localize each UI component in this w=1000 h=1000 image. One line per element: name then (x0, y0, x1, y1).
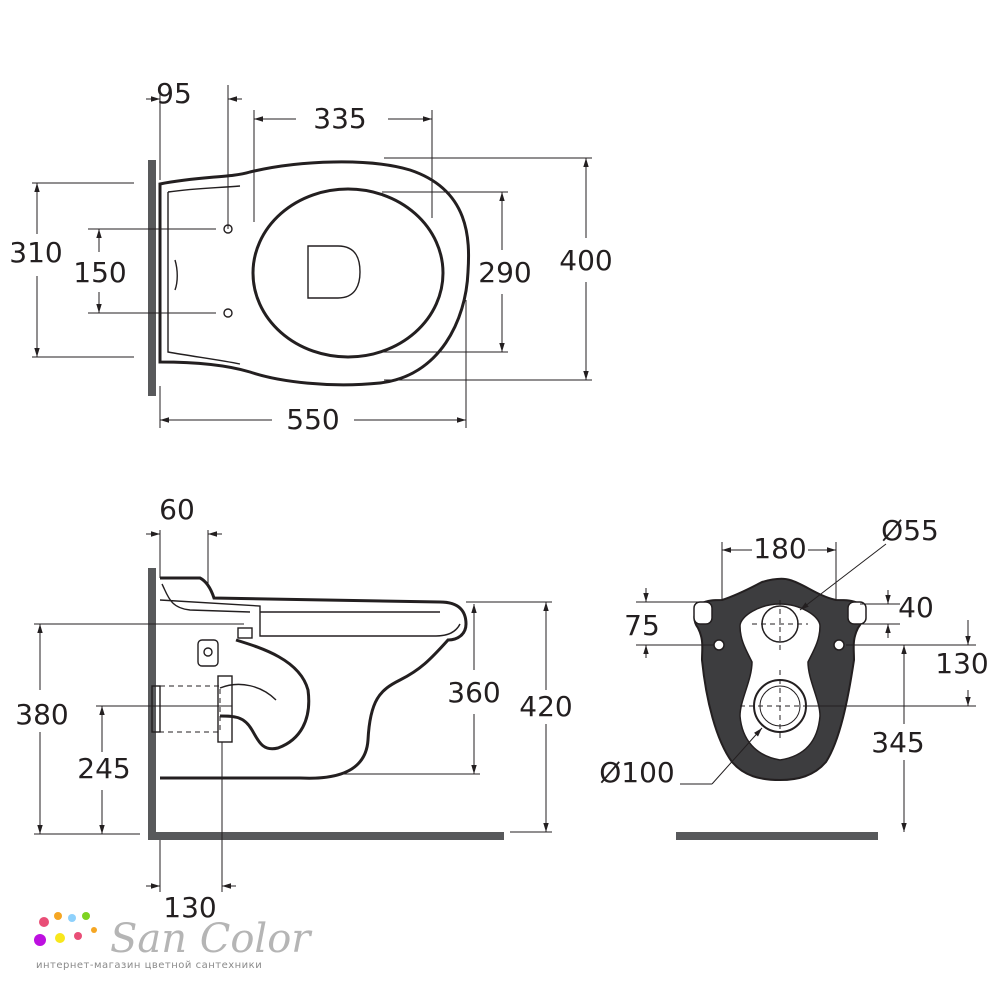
logo-dot (34, 934, 46, 946)
dim-290: 290 (478, 256, 531, 289)
side-trap-inner (219, 683, 277, 701)
dim-380: 380 (15, 698, 68, 731)
side-outlet-coupling (217, 675, 233, 743)
dim-345: 345 (871, 726, 924, 759)
logo-tagline: интернет-магазин цветной сантехники (36, 960, 262, 971)
logo-dot (91, 927, 97, 933)
side-floor (148, 832, 504, 840)
back-floor (676, 832, 878, 840)
dim-400: 400 (559, 244, 612, 277)
dim-550: 550 (286, 403, 339, 436)
dim-180: 180 (753, 532, 806, 565)
dim-420: 420 (519, 690, 572, 723)
back-fixing-hole-2 (833, 639, 845, 651)
dim-60: 60 (159, 493, 195, 526)
side-tank (161, 583, 251, 613)
top-rim-line (167, 185, 241, 193)
dim-150: 150 (73, 256, 126, 289)
top-bowl-outline (158, 160, 471, 387)
dim-245: 245 (77, 752, 130, 785)
back-ear-right (847, 601, 867, 625)
dim-130-side: 130 (163, 891, 216, 924)
back-fixing-hole-1 (713, 639, 725, 651)
logo-dot (55, 933, 65, 943)
side-inlet-hole (203, 647, 213, 657)
side-view: 60 380 245 360 420 130 (15, 493, 572, 924)
logo-dots (34, 912, 97, 946)
top-wall (148, 160, 156, 396)
side-inlet (197, 639, 219, 667)
side-inlet-cap (237, 627, 253, 639)
logo-dot (54, 912, 62, 920)
dim-130-back: 130 (935, 647, 988, 680)
side-bowl-outline (160, 576, 468, 780)
logo-dot (74, 932, 82, 940)
dim-75: 75 (624, 609, 660, 642)
dim-310: 310 (9, 236, 62, 269)
top-view: 95 335 310 150 290 400 (9, 77, 612, 436)
side-seat (159, 599, 461, 637)
side-outlet-pipe (159, 685, 221, 733)
dim-335: 335 (313, 102, 366, 135)
logo-brand: San Color (110, 916, 313, 962)
top-seat (251, 187, 445, 359)
dim-d55: Ø55 (881, 514, 939, 547)
sancolor-logo: San Color интернет-магазин цветной санте… (34, 912, 313, 971)
top-inner-rim (167, 192, 241, 365)
dim-95: 95 (156, 77, 192, 110)
logo-dot (39, 917, 49, 927)
side-trap (219, 638, 311, 751)
logo-dot (68, 914, 76, 922)
dim-360: 360 (447, 676, 500, 709)
back-ear-left (693, 601, 713, 625)
top-notch (174, 259, 178, 291)
dim-d100: Ø100 (599, 756, 674, 789)
top-fixing-hole-2 (223, 308, 233, 318)
dim-40: 40 (898, 591, 934, 624)
back-view: 180 Ø55 75 40 130 345 Ø100 (599, 514, 989, 840)
top-drain (307, 245, 361, 299)
logo-dot (82, 912, 90, 920)
side-outlet-flange (151, 685, 161, 733)
